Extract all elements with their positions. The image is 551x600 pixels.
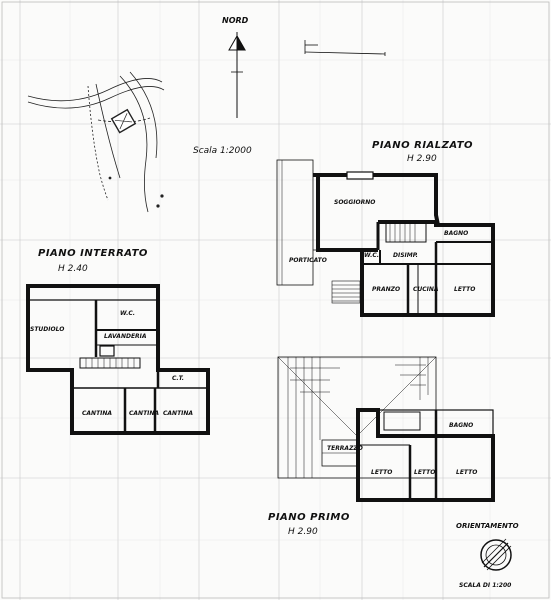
primo-height: H 2.90 (288, 527, 318, 537)
room-ct: C.T. (172, 375, 185, 382)
plan-piano-interrato (26, 284, 210, 435)
plan-piano-primo (277, 356, 495, 502)
room-letto-rialzato: LETTO (454, 286, 476, 293)
interrato-title: PIANO INTERRATO (38, 248, 148, 259)
room-wc-rialzato: W.C. (364, 252, 380, 259)
interrato-height: H 2.40 (58, 264, 88, 274)
plan-piano-rialzato (276, 159, 495, 317)
room-wc-interrato: W.C. (120, 310, 136, 317)
orientation-scale: SCALA DI 1:200 (459, 582, 512, 589)
room-bagno-rialzato: BAGNO (444, 230, 469, 237)
room-letto-3: LETTO (456, 469, 478, 476)
orientation-compass-icon (480, 538, 512, 571)
scale-bar (304, 40, 386, 56)
rialzato-height: H 2.90 (407, 154, 437, 164)
room-cucina: CUCINA (413, 286, 439, 293)
north-label: NORD (222, 16, 249, 25)
site-plan-scale: Scala 1:2000 (193, 146, 252, 156)
room-cantina-1: CANTINA (82, 410, 113, 417)
room-letto-2: LETTO (414, 469, 436, 476)
room-bagno-primo: BAGNO (449, 422, 474, 429)
orientation-label: ORIENTAMENTO (456, 522, 519, 530)
room-studiolo: STUDIOLO (30, 326, 65, 333)
room-disimp: DISIMP. (393, 252, 418, 259)
room-cantina-2: CANTINA (129, 410, 160, 417)
room-letto-1: LETTO (371, 469, 393, 476)
rialzato-title: PIANO RIALZATO (372, 140, 474, 151)
room-lavanderia: LAVANDERIA (104, 333, 147, 340)
room-porticato: PORTICATO (289, 257, 327, 264)
room-soggiorno: SOGGIORNO (334, 199, 376, 206)
primo-title: PIANO PRIMO (268, 512, 350, 523)
room-terrazzo: TERRAZZO (327, 445, 363, 452)
site-plan (27, 71, 165, 213)
room-cantina-3: CANTINA (163, 410, 194, 417)
room-pranzo: PRANZO (372, 286, 401, 293)
north-arrow-icon (228, 32, 246, 118)
